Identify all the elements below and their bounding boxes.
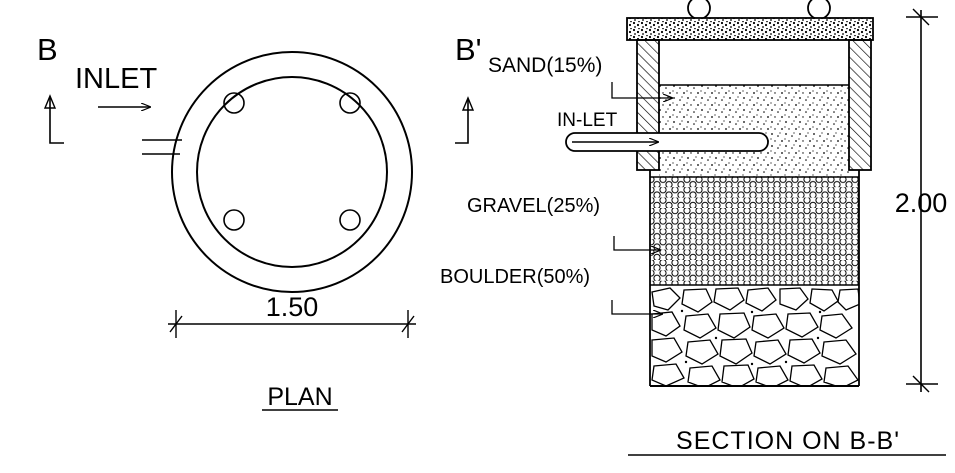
- plan-title: PLAN: [267, 383, 332, 411]
- section-cut-line-left: [49, 98, 64, 144]
- lifting-hook: [807, 0, 831, 20]
- section-marker-right-label: B': [455, 32, 482, 67]
- section-title: SECTION ON B-B': [676, 427, 900, 455]
- section-height-dimension: 2.00: [895, 8, 948, 393]
- section-marker-left: B: [37, 32, 64, 144]
- lifting-hook: [687, 0, 711, 20]
- sand-label: SAND(15%): [488, 54, 602, 77]
- plan-opening: [339, 209, 361, 231]
- right-wall: [848, 39, 872, 171]
- dimension-tick: [912, 375, 930, 393]
- plan-inlet-label: INLET: [75, 63, 157, 95]
- sand-layer: [659, 85, 849, 177]
- sand-leader: [611, 82, 672, 98]
- gravel-leader: [613, 236, 660, 250]
- section-marker-right: B': [455, 32, 482, 144]
- plan-opening: [339, 92, 361, 114]
- section-cut-line-right: [455, 100, 469, 144]
- section-view: B': [440, 0, 948, 456]
- gravel-layer: [650, 177, 859, 285]
- plan-view: B INLET 1.50 PLAN: [37, 32, 416, 411]
- gravel-label: GRAVEL(25%): [467, 195, 600, 217]
- plan-diameter-label: 1.50: [266, 292, 319, 322]
- section-arrow-right: [461, 96, 475, 111]
- section-height-label: 2.00: [895, 188, 948, 218]
- plan-opening: [223, 209, 245, 231]
- boulder-label: BOULDER(50%): [440, 266, 590, 288]
- boulder-leader: [611, 300, 662, 314]
- inlet-pipe-body: [565, 132, 769, 152]
- dimension-tick: [169, 315, 183, 333]
- dimension-tick: [912, 8, 930, 26]
- plan-diameter-dimension: 1.50: [168, 292, 416, 338]
- section-marker-left-label: B: [37, 32, 58, 67]
- section-arrow-left: [43, 94, 57, 109]
- boulder-layer: [651, 287, 859, 386]
- plan-tank-inner-wall: [196, 76, 388, 268]
- section-inlet-label: IN-LET: [557, 110, 618, 131]
- cover-slab: [626, 17, 874, 41]
- section-inlet-pipe: [565, 132, 769, 152]
- plan-opening: [223, 92, 245, 114]
- plan-tank-outer-wall: [171, 51, 413, 293]
- dimension-tick: [401, 315, 415, 333]
